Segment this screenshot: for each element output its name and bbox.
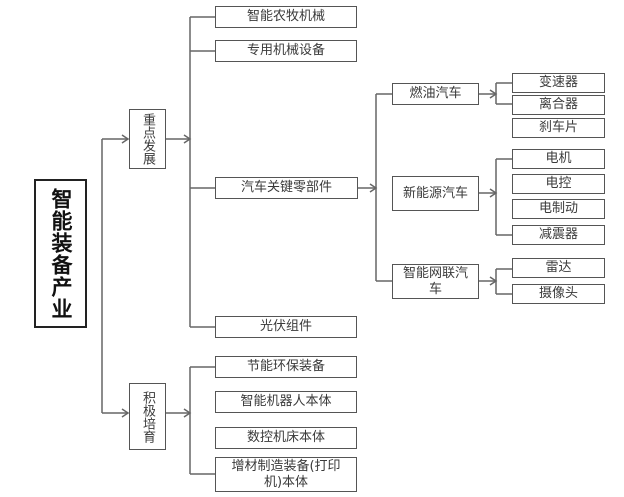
category-cultivate: 积极培育 [129, 383, 166, 450]
item-label: 光伏组件 [259, 319, 312, 334]
item-pv-modules: 光伏组件 [215, 316, 357, 338]
part-electric-brake: 电制动 [512, 199, 605, 219]
item-eco-equipment: 节能环保装备 [215, 356, 357, 378]
item-robot-body: 智能机器人本体 [215, 391, 357, 413]
item-label: 智能农牧机械 [246, 9, 325, 24]
part-transmission: 变速器 [512, 73, 605, 93]
item-special-machinery: 专用机械设备 [215, 40, 357, 62]
part-label: 刹车片 [538, 120, 578, 135]
root-node: 智能装备产业 [34, 179, 87, 328]
part-label: 减震器 [538, 227, 578, 242]
item-additive-manufacturing: 增材制造装备(打印机)本体 [215, 457, 357, 492]
item-label: 专用机械设备 [246, 43, 325, 58]
item-label: 增材制造装备(打印机)本体 [231, 458, 341, 490]
item-label: 智能机器人本体 [240, 394, 332, 409]
car-type-label: 燃油汽车 [409, 86, 462, 101]
item-auto-parts: 汽车关键零部件 [215, 177, 358, 199]
part-label: 变速器 [538, 75, 578, 90]
category-key-development: 重点发展 [129, 109, 166, 169]
part-radar: 雷达 [512, 258, 605, 278]
part-motor: 电机 [512, 149, 605, 169]
item-label: 数控机床本体 [246, 430, 325, 445]
part-brake-pad: 刹车片 [512, 118, 605, 138]
item-label: 汽车关键零部件 [240, 180, 332, 195]
item-cnc-machine: 数控机床本体 [215, 427, 357, 449]
part-shock-absorber: 减震器 [512, 225, 605, 245]
part-label: 电机 [545, 151, 572, 166]
part-label: 摄像头 [538, 286, 578, 301]
part-label: 电控 [545, 176, 572, 191]
car-type-fuel: 燃油汽车 [392, 83, 479, 105]
item-smart-agri-machinery: 智能农牧机械 [215, 6, 357, 28]
root-label: 智能装备产业 [49, 187, 73, 320]
category-label: 重点发展 [140, 113, 155, 165]
part-label: 离合器 [538, 97, 578, 112]
part-electric-control: 电控 [512, 174, 605, 194]
category-label: 积极培育 [140, 390, 155, 443]
car-type-label: 智能网联汽车 [402, 265, 468, 297]
part-label: 电制动 [538, 201, 578, 216]
part-label: 雷达 [545, 260, 572, 275]
item-label: 节能环保装备 [246, 359, 325, 374]
car-type-connected: 智能网联汽车 [392, 264, 479, 299]
part-clutch: 离合器 [512, 95, 605, 115]
part-camera: 摄像头 [512, 284, 605, 304]
car-type-new-energy: 新能源汽车 [392, 176, 479, 211]
car-type-label: 新能源汽车 [402, 185, 468, 201]
